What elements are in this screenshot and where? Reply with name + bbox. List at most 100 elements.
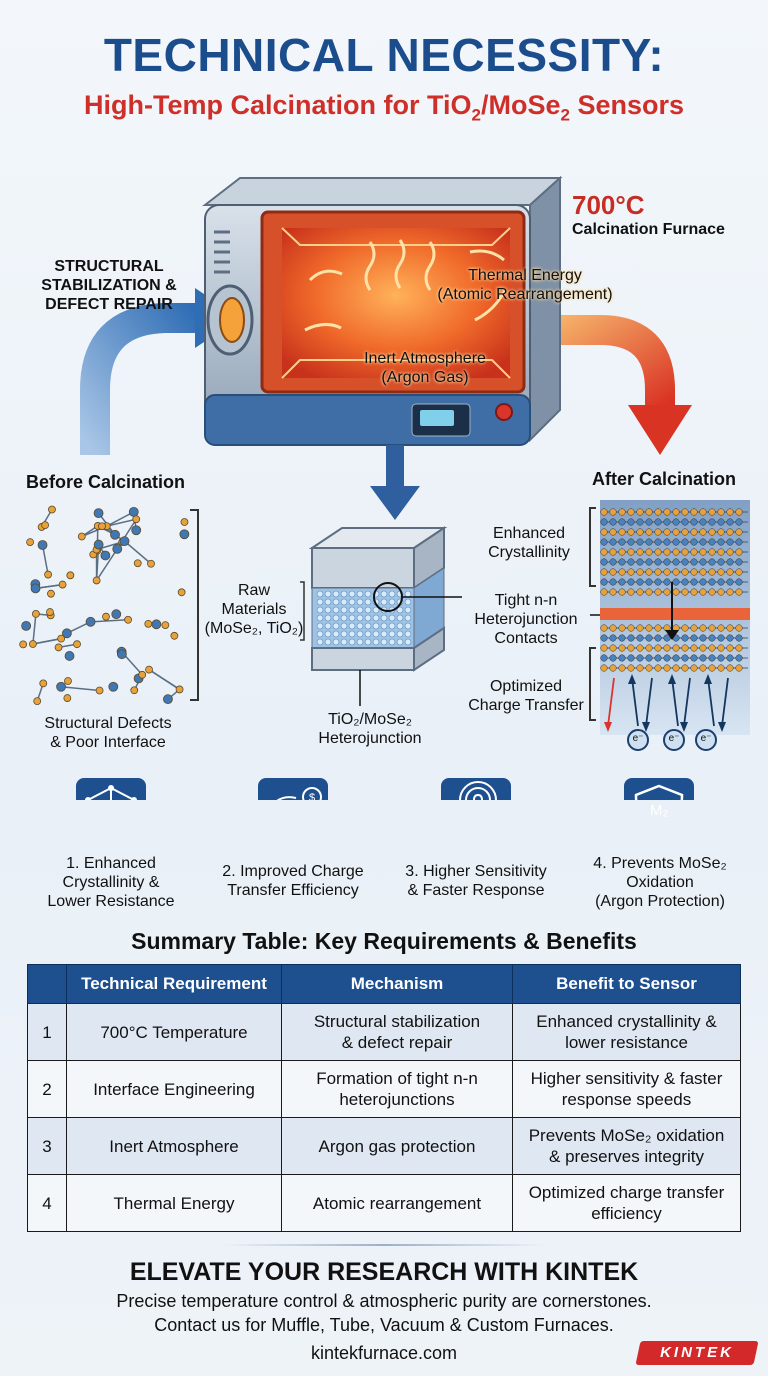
card-line: & Faster Response [407, 882, 545, 899]
power-button [495, 403, 513, 421]
atom [316, 622, 324, 630]
atom [663, 528, 671, 536]
atom [340, 614, 348, 622]
atom [726, 578, 734, 586]
atom [672, 538, 680, 546]
atom [708, 568, 716, 576]
atom [645, 548, 653, 556]
atom [600, 518, 608, 526]
atom [348, 590, 356, 598]
requirement-cell: Thermal Energy [66, 1174, 282, 1232]
atom [627, 624, 635, 632]
atom [627, 548, 635, 556]
cta-title: ELEVATE YOUR RESEARCH WITH KINTEK [129, 1258, 639, 1286]
atom [690, 568, 698, 576]
atom [708, 508, 716, 516]
atom [21, 621, 32, 631]
atom [332, 638, 340, 646]
after-bracket-bottom [589, 647, 596, 721]
atom [717, 568, 725, 576]
atom [636, 568, 644, 576]
atom [708, 634, 716, 642]
atom [699, 624, 707, 632]
card-line: Crystallinity & [62, 874, 160, 891]
atom [111, 609, 122, 620]
benefit-cell: Enhanced crystallinity &lower resistance [512, 1003, 741, 1061]
atom [600, 528, 608, 536]
atom [708, 664, 716, 672]
atom [388, 614, 396, 622]
atom [32, 609, 40, 618]
atom [717, 634, 725, 642]
atom [404, 606, 412, 614]
atom [340, 622, 348, 630]
electrons [627, 729, 717, 751]
label-line: & Poor Interface [50, 734, 166, 751]
card-icons: $ $ [76, 778, 694, 800]
atom [645, 578, 653, 586]
atom [663, 664, 671, 672]
label-line: STABILIZATION & [41, 277, 177, 294]
card-line: 1. Enhanced [66, 855, 156, 872]
atom [654, 518, 662, 526]
atom [618, 548, 626, 556]
atom [404, 598, 412, 606]
atom [690, 588, 698, 596]
column-header [27, 964, 67, 1004]
electron-label: e⁻ [632, 733, 644, 744]
atom [627, 644, 635, 652]
atom [663, 508, 671, 516]
atom [356, 638, 364, 646]
atom [735, 634, 743, 642]
atom [39, 679, 48, 688]
atom [690, 538, 698, 546]
atom [380, 638, 388, 646]
subtitle-part: Sensors [569, 90, 685, 120]
charge-arrow [721, 677, 729, 727]
atom [340, 598, 348, 606]
shield-badge: M₂ [649, 802, 669, 819]
cta-line: Contact us for Muffle, Tube, Vacuum & Cu… [154, 1315, 614, 1335]
atom [717, 528, 725, 536]
atom [600, 588, 608, 596]
atom [663, 558, 671, 566]
label-line: DEFECT REPAIR [45, 296, 173, 313]
atom [717, 578, 725, 586]
atom [380, 590, 388, 598]
label-line: Optimized [489, 678, 563, 695]
atom [645, 664, 653, 672]
atom [44, 570, 53, 579]
atom [316, 590, 324, 598]
atom [388, 630, 396, 638]
atom [654, 588, 662, 596]
atom [708, 644, 716, 652]
atom [645, 634, 653, 642]
atom [609, 654, 617, 662]
atom [735, 644, 743, 652]
atom [356, 630, 364, 638]
atom [735, 558, 743, 566]
atom [699, 644, 707, 652]
after-bracket-top [589, 507, 596, 587]
charge-arrow [671, 677, 679, 727]
before-bracket [190, 509, 199, 701]
card-line: (Argon Protection) [595, 893, 725, 910]
card-line: 4. Prevents MoSe₂ [593, 855, 727, 872]
atom [609, 558, 617, 566]
atom [681, 588, 689, 596]
atom [672, 518, 680, 526]
cell-line: Optimized charge transfer [528, 1183, 725, 1202]
subtitle-sub: 2 [471, 105, 481, 125]
atom [717, 664, 725, 672]
atom [56, 681, 66, 692]
atom [636, 634, 644, 642]
atom [332, 598, 340, 606]
atom [672, 528, 680, 536]
website-link[interactable]: kintekfurnace.com [310, 1343, 458, 1363]
atom [404, 590, 412, 598]
atom [663, 538, 671, 546]
atom [332, 622, 340, 630]
atom [717, 508, 725, 516]
atom [404, 614, 412, 622]
atom [609, 528, 617, 536]
